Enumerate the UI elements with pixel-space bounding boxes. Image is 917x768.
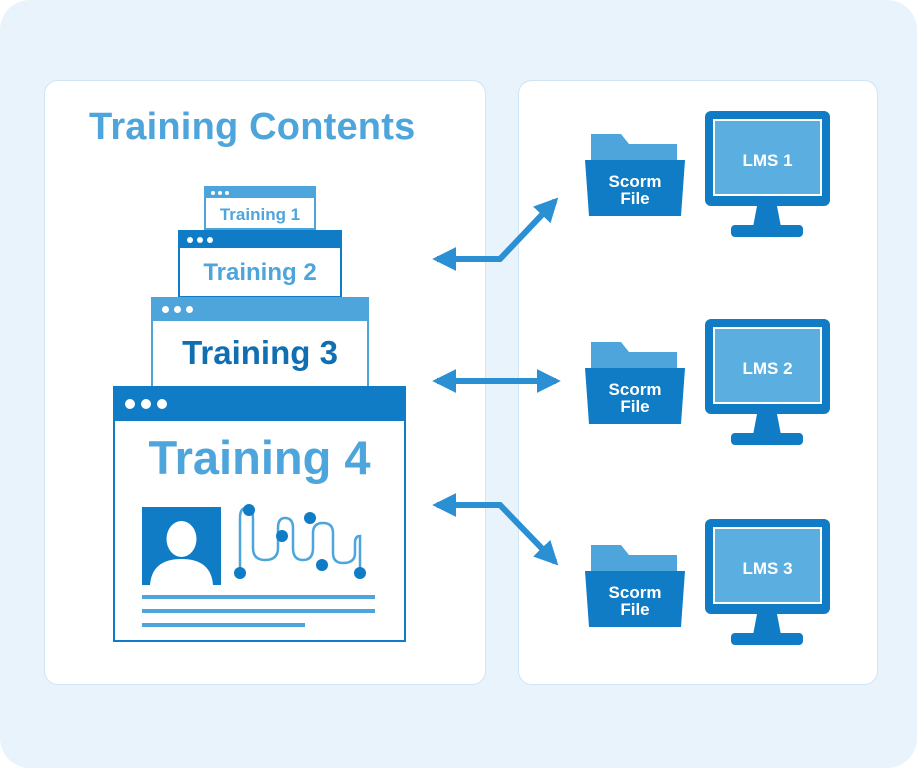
folder-label-line2: File xyxy=(620,397,650,416)
training-3-window: Training 3 xyxy=(151,297,369,388)
text-line xyxy=(142,595,375,599)
window-dot-icon xyxy=(141,399,151,409)
window-title-bar xyxy=(206,188,314,198)
folder-label-line1: Scorm xyxy=(608,172,662,191)
scorm-file-folder-3: Scorm File xyxy=(585,541,685,633)
monitor-icon xyxy=(705,519,830,645)
window-title-bar xyxy=(115,388,404,421)
window-dot-icon xyxy=(197,237,203,243)
monitor-icon xyxy=(705,319,830,445)
scorm-file-folder-2: Scorm File xyxy=(585,338,685,430)
window-dot-icon xyxy=(162,306,169,313)
window-dot-icon xyxy=(218,191,222,195)
text-line xyxy=(142,623,305,627)
path-graph-icon xyxy=(234,504,366,579)
lms-2-monitor: LMS 2 xyxy=(705,319,833,447)
lms-1-monitor: LMS 1 xyxy=(705,111,833,239)
window-title-bar xyxy=(153,299,367,321)
window-dot-icon xyxy=(187,237,193,243)
window-dot-icon xyxy=(211,191,215,195)
monitor-icon xyxy=(705,111,830,237)
folder-icon xyxy=(585,545,685,627)
window-dot-icon xyxy=(157,399,167,409)
double-arrow-icon xyxy=(432,197,559,271)
training-2-label: Training 2 xyxy=(203,259,317,286)
window-dot-icon xyxy=(174,306,181,313)
training-4-window: Training 4 xyxy=(113,386,406,642)
training-3-label: Training 3 xyxy=(182,334,338,371)
lms-label: LMS 2 xyxy=(742,359,793,378)
training-1-label: Training 1 xyxy=(219,205,301,224)
folder-label-line1: Scorm xyxy=(608,380,662,399)
folder-icon xyxy=(585,134,685,216)
double-arrow-icon xyxy=(432,493,559,566)
window-title-bar xyxy=(180,232,340,248)
person-avatar-icon xyxy=(142,507,221,585)
lms-3-monitor: LMS 3 xyxy=(705,519,833,647)
panel-title: Training Contents xyxy=(89,106,416,148)
text-line xyxy=(142,609,375,613)
folder-label-line2: File xyxy=(620,189,650,208)
folder-label-line1: Scorm xyxy=(608,583,662,602)
scorm-file-folder-1: Scorm File xyxy=(585,130,685,222)
training-1-window: Training 1 xyxy=(204,186,316,230)
lms-label: LMS 1 xyxy=(742,151,793,170)
window-dot-icon xyxy=(225,191,229,195)
window-dot-icon xyxy=(186,306,193,313)
folder-label-line2: File xyxy=(620,600,650,619)
training-4-label: Training 4 xyxy=(148,431,371,484)
window-dot-icon xyxy=(207,237,213,243)
folder-icon xyxy=(585,342,685,424)
window-dot-icon xyxy=(125,399,135,409)
lms-label: LMS 3 xyxy=(742,559,793,578)
